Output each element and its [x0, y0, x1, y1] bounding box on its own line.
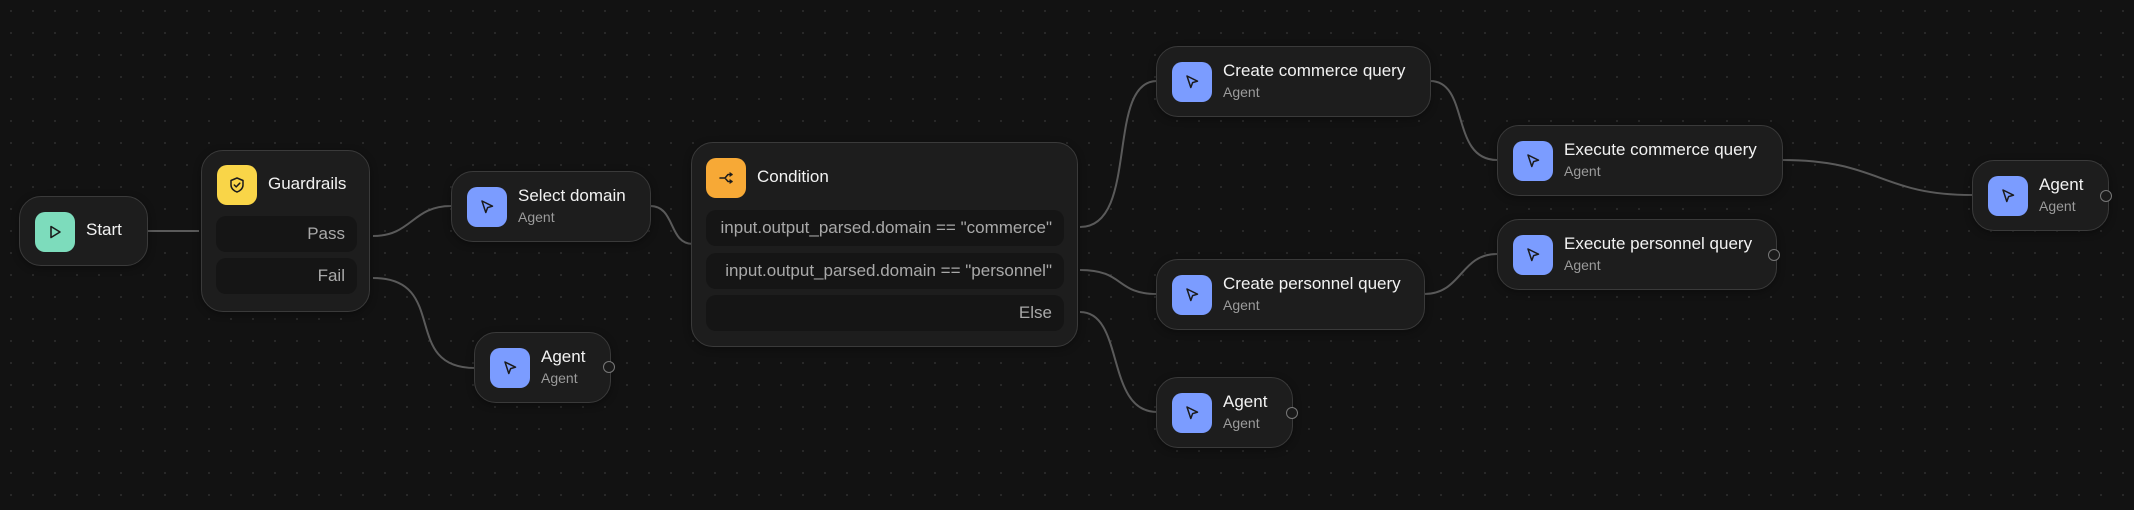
cursor-arrow-icon	[1513, 141, 1553, 181]
branch-icon	[706, 158, 746, 198]
create-commerce-query-node[interactable]: Create commerce query Agent	[1156, 46, 1431, 117]
agent-final-node[interactable]: Agent Agent	[1972, 160, 2109, 231]
condition-branch-personnel[interactable]: input.output_parsed.domain == "personnel…	[706, 253, 1064, 289]
condition-node[interactable]: Condition input.output_parsed.domain == …	[691, 142, 1078, 347]
agent-else-node[interactable]: Agent Agent	[1156, 377, 1293, 448]
start-node[interactable]: Start	[19, 196, 148, 266]
agent-else-output-handle[interactable]	[1286, 407, 1298, 419]
agent-fail-node[interactable]: Agent Agent	[474, 332, 611, 403]
shield-check-icon	[217, 165, 257, 205]
cursor-arrow-icon	[1172, 62, 1212, 102]
node-title: Create personnel query	[1223, 274, 1401, 293]
node-title: Execute personnel query	[1564, 234, 1753, 253]
wire-select-domain-condition	[649, 205, 694, 245]
wire-create-commerce-execute	[1429, 80, 1498, 161]
wire-personnel-create	[1079, 269, 1158, 295]
agent-final-output-handle[interactable]	[2100, 190, 2112, 202]
wire-execute-commerce-agent	[1781, 159, 1973, 196]
agent-fail-output-handle[interactable]	[603, 361, 615, 373]
node-subtitle: Agent	[1223, 415, 1260, 431]
node-title: Select domain	[518, 186, 626, 205]
wire-create-personnel-execute	[1423, 253, 1498, 295]
execute-personnel-output-handle[interactable]	[1768, 249, 1780, 261]
node-title: Agent	[541, 347, 586, 366]
node-title: Condition	[757, 167, 829, 186]
node-title: Create commerce query	[1223, 61, 1406, 80]
select-domain-node[interactable]: Select domain Agent	[451, 171, 651, 242]
wire-else-agent	[1079, 311, 1158, 413]
node-subtitle: Agent	[1223, 297, 1260, 313]
cursor-arrow-icon	[1172, 393, 1212, 433]
wire-pass-select-domain	[372, 205, 452, 237]
node-subtitle: Agent	[2039, 198, 2076, 214]
node-title: Execute commerce query	[1564, 140, 1757, 159]
node-title: Start	[86, 220, 122, 239]
node-subtitle: Agent	[518, 209, 555, 225]
cursor-arrow-icon	[490, 348, 530, 388]
cursor-arrow-icon	[1988, 176, 2028, 216]
cursor-arrow-icon	[467, 187, 507, 227]
guardrails-node[interactable]: Guardrails Pass Fail	[201, 150, 370, 312]
node-title: Agent	[2039, 175, 2084, 194]
execute-personnel-query-node[interactable]: Execute personnel query Agent	[1497, 219, 1777, 290]
wire-commerce-create	[1079, 80, 1158, 228]
condition-branch-else[interactable]: Else	[706, 295, 1064, 331]
play-icon	[35, 212, 75, 252]
cursor-arrow-icon	[1172, 275, 1212, 315]
cursor-arrow-icon	[1513, 235, 1553, 275]
execute-commerce-query-node[interactable]: Execute commerce query Agent	[1497, 125, 1783, 196]
wire-fail-agent	[372, 277, 476, 369]
guardrails-pass-branch[interactable]: Pass	[216, 216, 357, 252]
node-subtitle: Agent	[1223, 84, 1260, 100]
node-subtitle: Agent	[541, 370, 578, 386]
create-personnel-query-node[interactable]: Create personnel query Agent	[1156, 259, 1425, 330]
node-title: Agent	[1223, 392, 1268, 411]
guardrails-fail-branch[interactable]: Fail	[216, 258, 357, 294]
node-title: Guardrails	[268, 174, 347, 193]
node-subtitle: Agent	[1564, 163, 1601, 179]
condition-branch-commerce[interactable]: input.output_parsed.domain == "commerce"	[706, 210, 1064, 246]
node-subtitle: Agent	[1564, 257, 1601, 273]
